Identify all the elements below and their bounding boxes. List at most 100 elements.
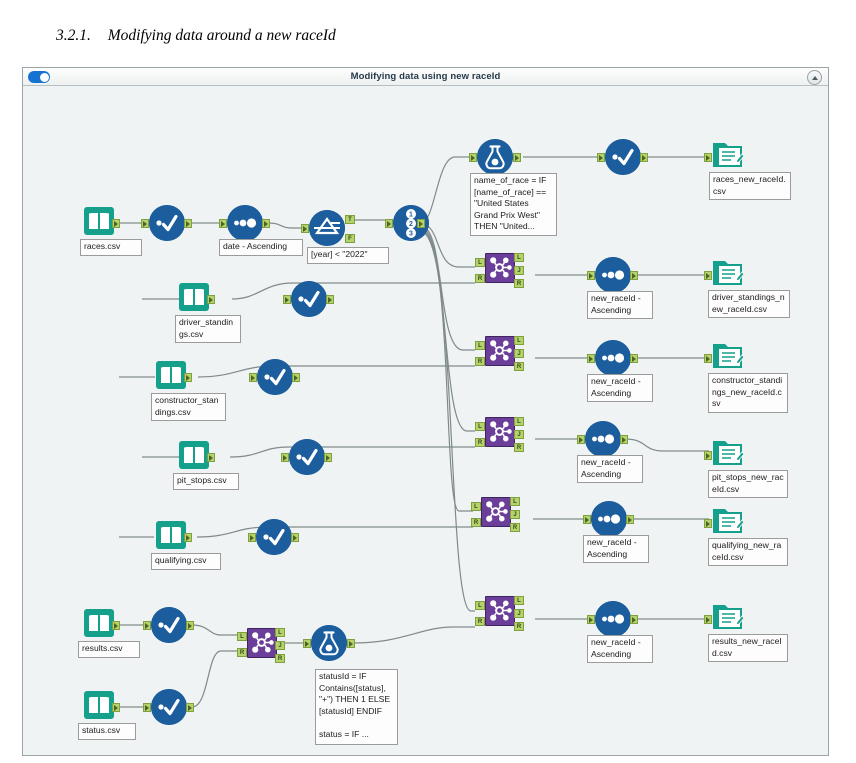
output-port[interactable] [626,515,634,524]
input-port[interactable] [248,533,256,542]
join-tool-icon[interactable] [485,253,515,283]
sort-tool-icon[interactable] [595,257,631,293]
sort-tool-icon[interactable] [585,421,621,457]
output-port[interactable] [326,295,334,304]
output-port[interactable] [262,219,270,228]
join-left-port[interactable]: L [475,341,485,350]
sort-tool-icon[interactable] [595,601,631,637]
join-right-port[interactable]: R [237,648,247,657]
join-left-port[interactable]: L [475,258,485,267]
chevron-up-icon[interactable] [807,69,822,85]
join-left-port[interactable]: L [237,632,247,641]
select-tool-icon[interactable] [151,607,187,643]
input-port[interactable] [704,354,712,363]
output-port[interactable] [207,453,215,462]
output-port[interactable] [620,435,628,444]
filter-true-port[interactable]: T [345,215,355,224]
output-data-icon[interactable] [711,338,747,379]
join-out-right-port[interactable]: R [514,622,524,631]
join-out-join-port[interactable]: J [514,430,524,439]
output-port[interactable] [112,219,120,228]
select-tool-icon[interactable] [149,205,185,241]
input-port[interactable] [704,153,712,162]
output-port[interactable] [112,621,120,630]
output-port[interactable] [184,533,192,542]
input-port[interactable] [141,219,149,228]
join-out-left-port[interactable]: L [510,497,520,506]
output-port[interactable] [186,703,194,712]
output-port[interactable] [207,295,215,304]
select-tool-icon[interactable] [151,689,187,725]
filter-tool-icon[interactable] [309,210,345,246]
join-tool-icon[interactable] [485,336,515,366]
output-data-icon[interactable] [711,435,747,476]
input-data-icon[interactable] [83,205,119,244]
filter-false-port[interactable]: F [345,234,355,243]
input-port[interactable] [249,373,257,382]
input-data-icon[interactable] [83,607,119,646]
output-port[interactable] [291,533,299,542]
join-left-port[interactable]: L [471,502,481,511]
input-port[interactable] [283,295,291,304]
input-data-icon[interactable] [178,439,214,478]
select-tool-icon[interactable] [289,439,325,475]
output-data-icon[interactable] [711,137,747,178]
input-port[interactable] [704,451,712,460]
input-data-icon[interactable] [155,359,191,398]
select-tool-icon[interactable] [605,139,641,175]
join-out-left-port[interactable]: L [514,253,524,262]
sort-tool-icon[interactable] [227,205,263,241]
input-data-icon[interactable] [83,689,119,728]
input-port[interactable] [219,219,227,228]
join-out-join-port[interactable]: J [514,609,524,618]
output-data-icon[interactable] [711,503,747,544]
output-port[interactable] [640,153,648,162]
input-port[interactable] [587,354,595,363]
formula-tool-icon[interactable] [477,139,513,175]
sort-tool-icon[interactable] [591,501,627,537]
join-tool-icon[interactable] [485,417,515,447]
input-port[interactable] [143,703,151,712]
output-data-icon[interactable] [711,599,747,640]
select-tool-icon[interactable] [256,519,292,555]
output-port[interactable] [513,153,521,162]
join-right-port[interactable]: R [471,518,481,527]
input-data-icon[interactable] [155,519,191,558]
input-port[interactable] [577,435,585,444]
join-right-port[interactable]: R [475,438,485,447]
output-port[interactable] [186,621,194,630]
join-out-join-port[interactable]: J [514,266,524,275]
join-left-port[interactable]: L [475,422,485,431]
select-tool-icon[interactable] [257,359,293,395]
output-port[interactable] [630,271,638,280]
input-port[interactable] [704,271,712,280]
output-port[interactable] [184,373,192,382]
input-port[interactable] [385,219,393,228]
sort-tool-icon[interactable] [595,340,631,376]
input-port[interactable] [704,615,712,624]
join-out-join-port[interactable]: J [514,349,524,358]
input-port[interactable] [303,639,311,648]
output-port[interactable] [112,703,120,712]
output-port[interactable] [324,453,332,462]
join-out-right-port[interactable]: R [510,523,520,532]
select-tool-icon[interactable] [291,281,327,317]
output-port[interactable] [417,219,425,228]
join-left-port[interactable]: L [475,601,485,610]
join-out-join-port[interactable]: J [510,510,520,519]
join-out-right-port[interactable]: R [514,443,524,452]
join-out-right-port[interactable]: R [514,279,524,288]
join-out-left-port[interactable]: L [514,417,524,426]
input-port[interactable] [469,153,477,162]
input-port[interactable] [704,519,712,528]
join-out-left-port[interactable]: L [514,596,524,605]
output-port[interactable] [292,373,300,382]
join-tool-icon[interactable] [485,596,515,626]
input-port[interactable] [587,615,595,624]
join-out-right-port[interactable]: R [275,654,285,663]
input-port[interactable] [143,621,151,630]
join-out-join-port[interactable]: J [275,641,285,650]
input-port[interactable] [583,515,591,524]
join-right-port[interactable]: R [475,274,485,283]
workflow-canvas[interactable]: races.csv date - Ascending [23,87,828,755]
